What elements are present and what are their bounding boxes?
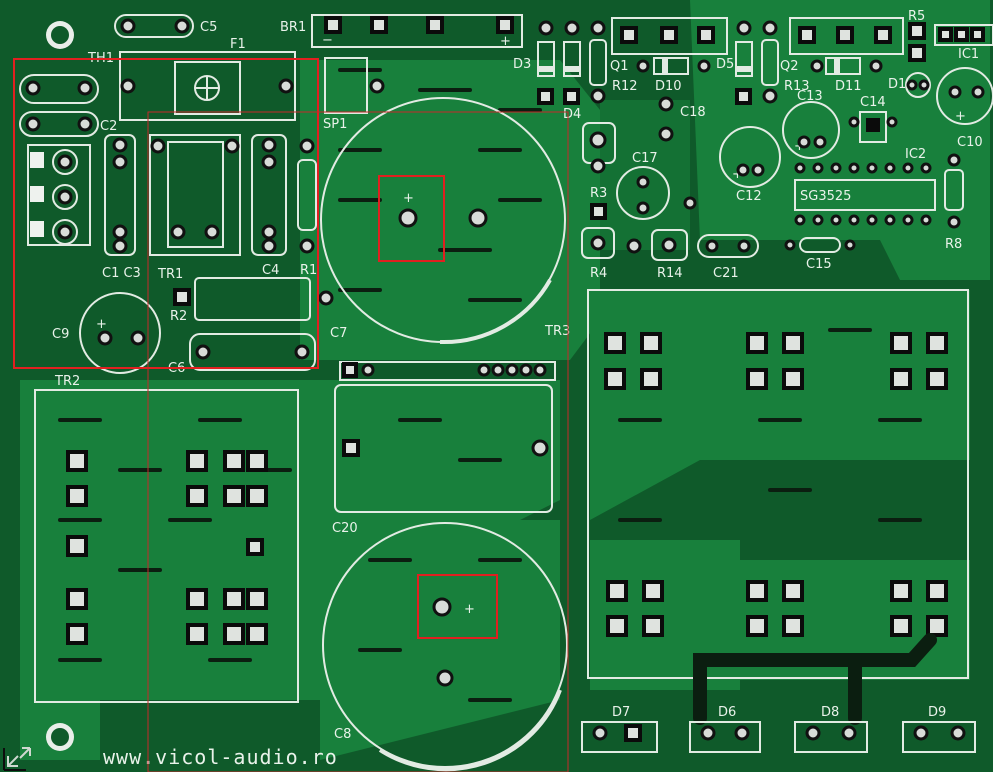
highlight-capacitor-column [147,111,569,772]
sg3525-label: SG3525 [800,189,851,204]
c18-label: C18 [680,105,706,120]
c9-capacitor: + C9 [52,292,161,374]
tr3-label: TR3 [544,324,570,339]
c7-label: C7 [330,326,347,341]
r3-label: R3 [590,186,607,201]
sp1-spark-gap: SP1 [323,57,385,132]
c1-c3-group: C1 C3 [102,134,141,281]
c13-label: C13 [797,89,823,104]
c15-label: C15 [806,257,832,272]
r1-label: R1 [300,263,317,278]
r8-label: R8 [945,237,962,252]
c8-capacitor: + C8 [322,522,568,772]
f1-fuse: F1 [119,37,296,121]
f1-label: F1 [230,37,246,52]
d11-label: D11 [835,79,862,94]
r12-label: R12 [612,79,638,94]
c12-plus: + [732,167,743,182]
c8-plus: + [464,602,475,617]
d8-label: D8 [821,705,839,720]
c10-label: C10 [957,135,983,150]
highlight-c7-plus-pad [378,175,445,262]
br1-minus: − [322,33,333,48]
ic1-label: IC1 [958,47,979,62]
q2-label: Q2 [780,59,799,74]
sp1-label: SP1 [323,117,347,132]
highlight-c8-plus-pad [417,574,498,639]
r5-label: R5 [908,9,925,24]
c7-capacitor: + C7 [320,97,566,345]
expand-icon[interactable] [3,747,31,771]
d3-label: D3 [513,57,531,72]
c10-plus: + [955,109,966,124]
c5-capacitor: C5 [114,14,217,38]
website-label: www.vicol-audio.ro [103,745,338,769]
terminal-block [27,144,91,246]
copper-slots [58,68,922,702]
c8-label: C8 [334,727,351,742]
d6-label: D6 [718,705,736,720]
d4-label: D4 [563,107,581,122]
r2-resistor: R2 [170,277,334,324]
c12-label: C12 [736,189,762,204]
control-section: D3 D4 R12 Q1 D10 D5 R13 Q2 [513,9,993,281]
d7-label: D7 [612,705,630,720]
r13-label: R13 [784,79,810,94]
mounting-holes [46,21,74,751]
r1-resistor: R1 [297,138,317,278]
c17-label: C17 [632,151,658,166]
c2-label: C2 [100,119,117,134]
output-diodes: D7 D6 D8 D9 [581,705,976,753]
r14-label: R14 [657,266,683,281]
tr2-transformer: TR2 [34,374,299,703]
output-transformer [587,289,969,725]
d10-label: D10 [655,79,682,94]
ic2-label: IC2 [905,147,926,162]
c4-capacitor: C4 [251,134,287,278]
tr1-label: TR1 [157,267,183,282]
br1-label: BR1 [280,20,306,35]
highlight-input-section [13,58,319,369]
d1-label: D1 [888,77,906,92]
c21-label: C21 [713,266,739,281]
c5-label: C5 [200,20,217,35]
tr2-label: TR2 [54,374,80,389]
c4-label: C4 [262,263,279,278]
d9-label: D9 [928,705,946,720]
r4-label: R4 [590,266,607,281]
c9-plus: + [96,317,107,332]
br1-plus: + [500,34,511,49]
c14-label: C14 [860,95,886,110]
c20-label: C20 [332,521,358,536]
c2-capacitor: C2 [19,111,117,137]
br1-bridge: BR1 − + [280,14,523,49]
c20-capacitor: C20 [332,384,553,536]
d5-label: D5 [716,57,734,72]
c7-plus: + [403,191,414,206]
selection-highlights [13,58,569,772]
tr1-transformer: TR1 [149,134,241,282]
c1c3-label: C1 C3 [102,266,141,281]
q1-label: Q1 [610,59,629,74]
c9-label: C9 [52,327,69,342]
header-strip [339,361,556,381]
r2-label: R2 [170,309,187,324]
